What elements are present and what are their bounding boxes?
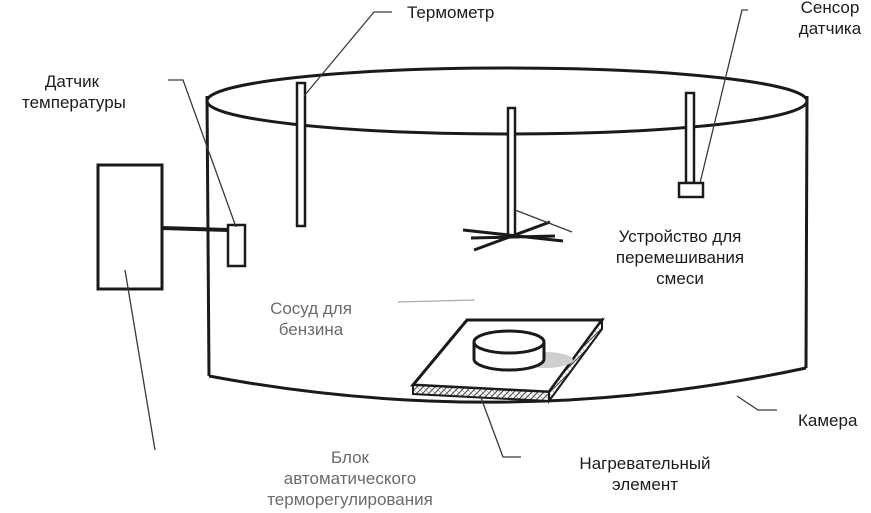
sensor-probe	[677, 91, 705, 199]
sensor-rod	[684, 91, 696, 185]
label-temp-sensor-line: температуры	[22, 93, 126, 112]
leader-control-unit	[124, 269, 156, 451]
label-stirrer-line: Устройство для	[618, 227, 742, 246]
gasoline-vessel	[472, 329, 573, 372]
label-sensor: Сенсор датчика	[785, 0, 871, 39]
stirrer-shaft	[506, 106, 517, 238]
label-control-unit-line: Блок	[331, 448, 369, 467]
thermometer	[295, 81, 307, 228]
leader-heater	[479, 394, 521, 458]
label-sensor-line: датчика	[798, 19, 862, 38]
label-vessel-line: Сосуд для	[270, 299, 352, 318]
label-stirrer-line: смеси	[656, 269, 704, 288]
sensor-cable	[161, 226, 229, 232]
label-control-unit-line: терморегулирования	[267, 490, 433, 509]
leader-lines	[124, 9, 777, 458]
label-control-unit: Блок автоматического терморегулирования	[265, 447, 435, 510]
vessel-rim	[472, 329, 546, 355]
label-heater: Нагревательный элемент	[565, 453, 725, 495]
leader-stirrer	[514, 209, 573, 233]
chamber-bottom-edge	[208, 366, 807, 404]
stirrer	[462, 106, 564, 252]
label-stirrer-line: перемешивания	[615, 248, 745, 267]
leader-thermometer	[303, 11, 392, 97]
label-heater-line: Нагревательный	[579, 454, 711, 473]
leader-vessel	[397, 299, 476, 303]
chamber-left-wall	[205, 95, 211, 377]
label-vessel: Сосуд для бензина	[255, 298, 367, 340]
label-control-unit-line: автоматического	[283, 469, 417, 488]
sensor-head	[677, 181, 705, 199]
stirrer-blade	[470, 234, 556, 240]
heater-edge-side	[548, 316, 603, 405]
leader-temp-sensor	[168, 79, 237, 228]
label-temp-sensor-line: Датчик	[44, 72, 100, 91]
label-stirrer: Устройство для перемешивания смеси	[600, 226, 760, 289]
leader-sensor	[699, 9, 748, 184]
label-heater-line: элемент	[612, 475, 678, 494]
label-thermometer: Термометр	[407, 3, 495, 22]
control-unit-box	[96, 163, 164, 291]
label-sensor-line: Сенсор	[800, 0, 860, 17]
label-vessel-line: бензина	[278, 320, 344, 339]
label-chamber: Камера	[798, 411, 858, 430]
chamber-right-wall	[804, 95, 809, 369]
temperature-sensor	[226, 223, 247, 268]
label-temp-sensor: Датчик температуры	[22, 71, 126, 113]
leader-chamber	[736, 395, 777, 411]
